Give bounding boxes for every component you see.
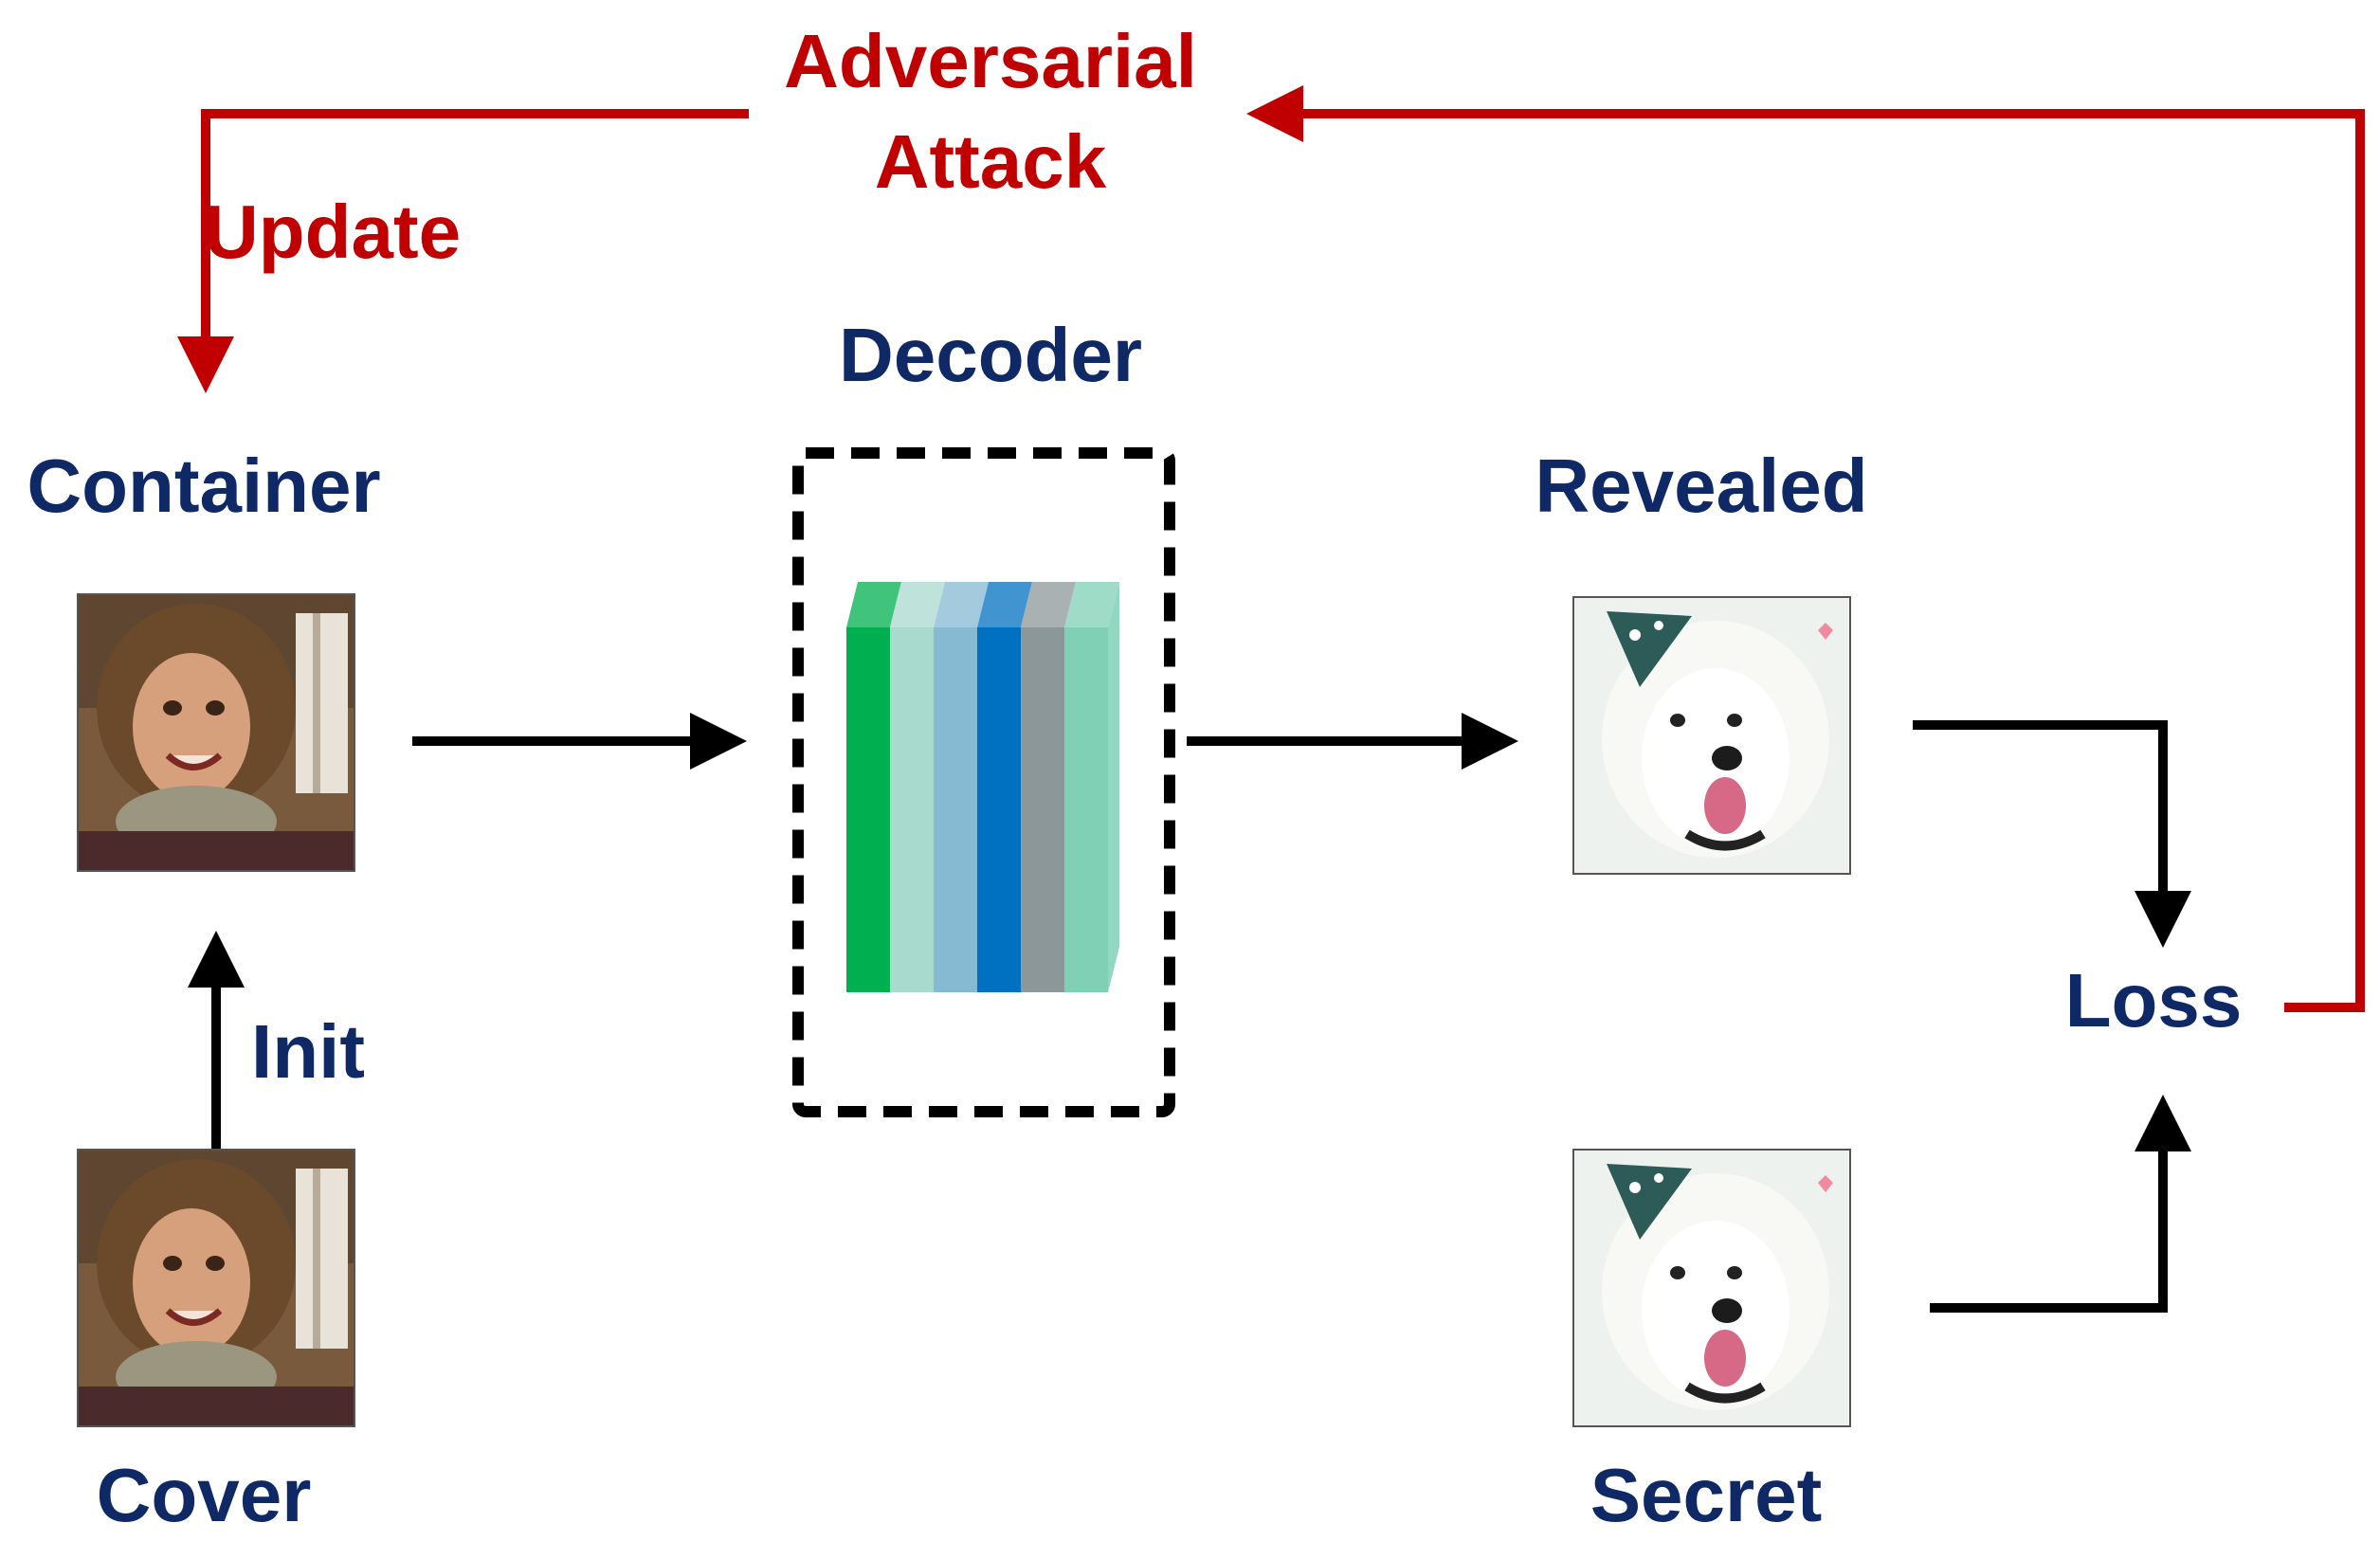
decoder-layer [1021,627,1064,992]
decoder-layer [934,627,977,992]
loss-label: Loss [2065,958,2243,1042]
decoder-layer [1064,627,1108,992]
decoder-layer [846,627,890,992]
secret-to-loss-arrow [1930,1095,2191,1313]
decoder-layer [977,627,1021,992]
cover-image [77,1149,355,1427]
update-arrow [177,109,749,393]
container-image [77,593,355,872]
init-label: Init [251,1009,365,1094]
secret-image [1572,1149,1851,1427]
decoder-layers [846,582,1119,992]
revealed-image [1572,596,1851,875]
decoder-layer-top [1021,582,1076,627]
attack-feedback-line [1246,85,2365,1012]
decoder-layer-top [934,582,989,627]
decoder-layer-side [1108,582,1119,992]
decoder-layer-top [1064,582,1119,627]
cover-label: Cover [97,1453,312,1536]
decoder-layer-top [846,582,901,627]
update-label: Update [204,190,461,274]
adversarial-label-line1: Adversarial [784,19,1197,103]
decoder-layer-top [977,582,1032,627]
decoder-layer [890,627,934,992]
decoder-layer-top [890,582,945,627]
adversarial-label-line2: Attack [875,119,1107,204]
container-label: Container [27,444,380,528]
decoder-box [792,447,1175,1117]
decoder-label: Decoder [839,313,1142,397]
revealed-label: Revealed [1535,444,1867,528]
secret-label: Secret [1590,1453,1823,1536]
revealed-to-loss-arrow [1913,720,2191,948]
